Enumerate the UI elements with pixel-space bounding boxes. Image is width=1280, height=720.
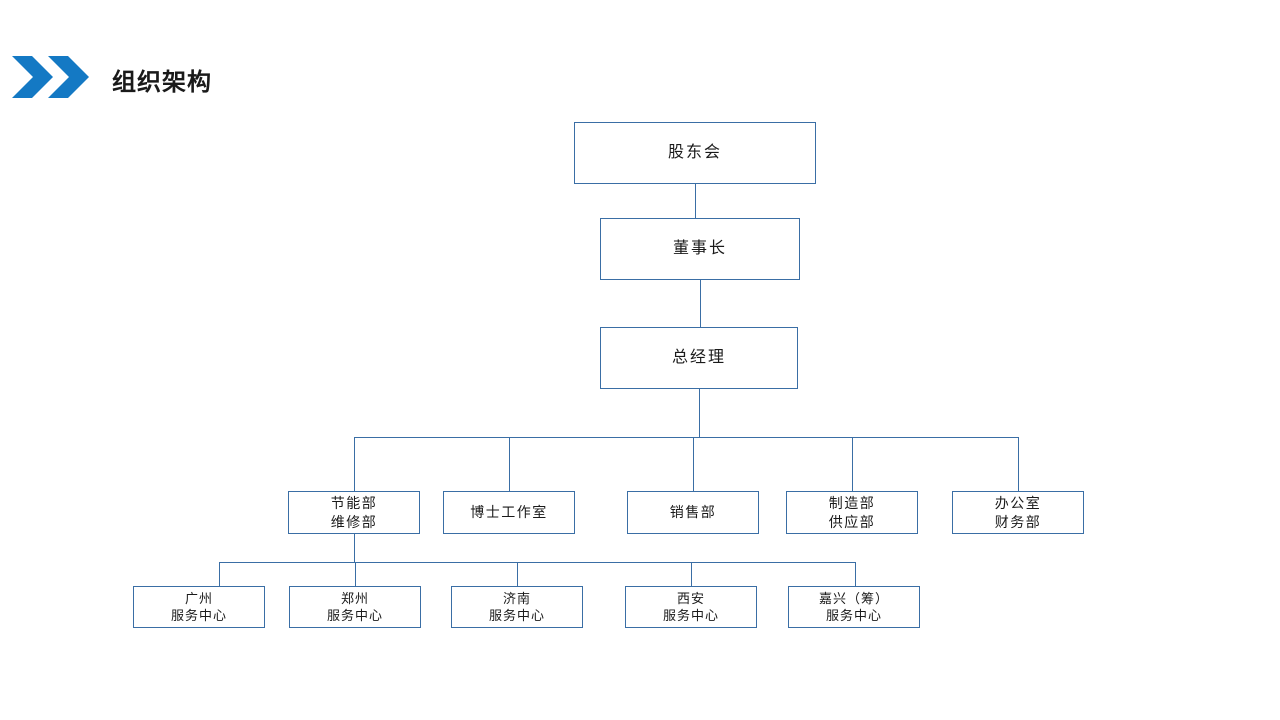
org-node-label: 财务部 (994, 513, 1042, 530)
slide-header: 组织架构 (0, 0, 1280, 120)
org-node-label: 博士工作室 (470, 504, 548, 521)
org-node-label: 总经理 (671, 349, 726, 367)
org-node-label: 嘉兴（筹） (818, 590, 889, 606)
org-node-jiaxing-service[interactable]: 嘉兴（筹） 服务中心 (788, 586, 920, 628)
org-node-label: 服务中心 (170, 608, 227, 623)
org-node-manufacturing-supply[interactable]: 制造部供应部 (786, 491, 918, 534)
org-node-xian-service[interactable]: 西安服务中心 (625, 586, 757, 628)
org-node-label: 服务中心 (662, 608, 719, 623)
org-node-label: 销售部 (669, 504, 717, 521)
org-node-label: 服务中心 (326, 608, 383, 623)
org-node-label: 西安 (676, 590, 705, 606)
org-node-guangzhou-service[interactable]: 广州服务中心 (133, 586, 265, 628)
org-node-label: 服务中心 (825, 608, 882, 623)
org-node-general-manager[interactable]: 总经理 (600, 327, 798, 389)
org-node-label: 广州 (184, 590, 213, 606)
org-node-label: 济南 (502, 590, 531, 606)
org-node-label: 办公室 (994, 495, 1042, 512)
page-title: 组织架构 (112, 69, 212, 96)
org-node-office-finance[interactable]: 办公室财务部 (952, 491, 1084, 534)
org-node-energy-maintenance[interactable]: 节能部维修部 (288, 491, 420, 534)
org-node-jinan-service[interactable]: 济南服务中心 (451, 586, 583, 628)
org-node-label: 供应部 (828, 513, 876, 530)
org-node-label: 服务中心 (488, 608, 545, 623)
org-node-label: 节能部 (330, 495, 378, 512)
org-node-label: 维修部 (330, 513, 378, 530)
org-node-label: 郑州 (340, 590, 369, 606)
org-node-label: 董事长 (672, 240, 727, 258)
org-node-label: 制造部 (828, 495, 876, 512)
org-node-chairman[interactable]: 董事长 (600, 218, 800, 280)
org-node-doctoral-studio[interactable]: 博士工作室 (443, 491, 575, 534)
org-node-zhengzhou-service[interactable]: 郑州服务中心 (289, 586, 421, 628)
double-chevron-right-icon (12, 56, 90, 98)
org-node-label: 股东会 (667, 144, 722, 162)
org-node-sales[interactable]: 销售部 (627, 491, 759, 534)
org-node-shareholders[interactable]: 股东会 (574, 122, 816, 184)
